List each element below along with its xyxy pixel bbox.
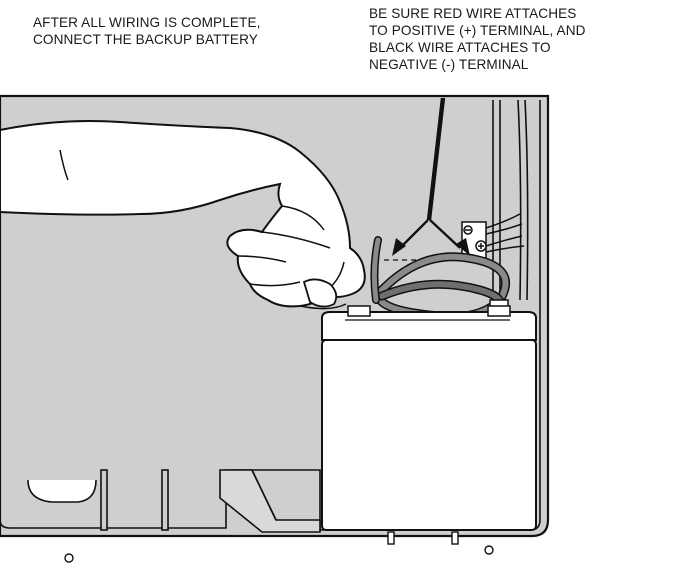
mounting-hole xyxy=(65,554,73,562)
backup-battery xyxy=(322,306,536,530)
mounting-hole xyxy=(485,546,493,554)
